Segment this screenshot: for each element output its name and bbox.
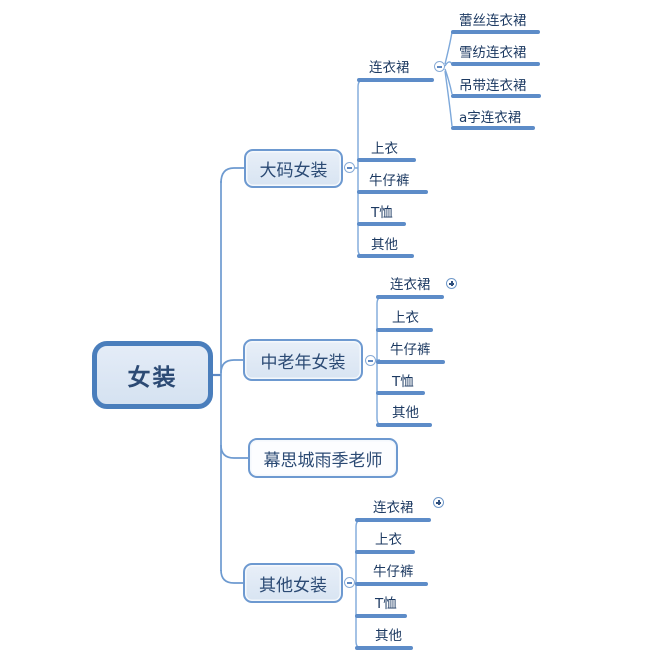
node-underline xyxy=(376,423,432,427)
node-underline xyxy=(355,582,428,586)
branch-node-musicheng[interactable]: 幕思城雨季老师 xyxy=(248,438,398,478)
node-label-b2-top[interactable]: 上衣 xyxy=(392,310,419,326)
node-underline xyxy=(376,295,444,299)
root-node[interactable]: 女装 xyxy=(92,341,213,409)
node-label-b4-jeans[interactable]: 牛仔裤 xyxy=(373,564,414,580)
node-label-b4-dress[interactable]: 连衣裙 xyxy=(373,500,414,516)
node-underline xyxy=(376,391,425,395)
node-label-b2-tshirt[interactable]: T恤 xyxy=(392,374,414,390)
branch-node-other[interactable]: 其他女装 xyxy=(243,563,343,603)
branch-node-plus-size[interactable]: 大码女装 xyxy=(244,149,343,188)
branch-node-middle-aged[interactable]: 中老年女装 xyxy=(243,339,363,381)
expand-icon[interactable] xyxy=(433,497,444,508)
branch1-children-rail xyxy=(355,79,364,257)
node-label-b2-dress[interactable]: 连衣裙 xyxy=(390,277,431,293)
node-underline xyxy=(451,30,540,34)
node-underline xyxy=(357,190,428,194)
node-label-b1-other[interactable]: 其他 xyxy=(371,237,398,253)
node-underline xyxy=(355,614,407,618)
node-underline xyxy=(355,550,415,554)
branch2-elbow xyxy=(220,359,243,374)
node-label-b1-top[interactable]: 上衣 xyxy=(371,141,398,157)
collapse-icon[interactable] xyxy=(365,355,376,366)
node-underline xyxy=(357,158,416,162)
node-label-b4-tshirt[interactable]: T恤 xyxy=(375,596,397,612)
node-underline xyxy=(451,62,540,66)
node-underline xyxy=(451,94,541,98)
dress-grandchildren-fan xyxy=(444,31,453,127)
node-label-b1-dress[interactable]: 连衣裙 xyxy=(369,60,410,76)
branch4-elbow xyxy=(220,569,243,584)
branch1-elbow xyxy=(220,167,244,184)
collapse-icon[interactable] xyxy=(344,162,355,173)
node-underline xyxy=(451,126,535,130)
node-underline xyxy=(376,328,433,332)
node-label-b1-jeans[interactable]: 牛仔裤 xyxy=(369,173,410,189)
node-label-b1-tshirt[interactable]: T恤 xyxy=(371,205,393,221)
collapse-icon[interactable] xyxy=(344,577,355,588)
node-underline xyxy=(376,360,445,364)
node-underline xyxy=(355,646,413,650)
node-label-b4-top[interactable]: 上衣 xyxy=(375,532,402,548)
node-label-aline-dress[interactable]: a字连衣裙 xyxy=(459,110,522,126)
node-label-b2-jeans[interactable]: 牛仔裤 xyxy=(390,342,431,358)
node-underline xyxy=(357,78,434,82)
node-label-slip-dress[interactable]: 吊带连衣裙 xyxy=(459,78,527,94)
branch3-elbow xyxy=(220,444,248,459)
node-label-chiffon-dress[interactable]: 雪纺连衣裙 xyxy=(459,45,527,61)
node-label-lace-dress[interactable]: 蕾丝连衣裙 xyxy=(459,13,527,29)
expand-icon[interactable] xyxy=(446,278,457,289)
node-label-b2-other[interactable]: 其他 xyxy=(392,405,419,421)
node-underline xyxy=(355,518,431,522)
node-underline xyxy=(357,222,406,226)
node-underline xyxy=(357,254,414,258)
node-label-b4-other[interactable]: 其他 xyxy=(375,628,402,644)
collapse-icon[interactable] xyxy=(434,61,445,72)
